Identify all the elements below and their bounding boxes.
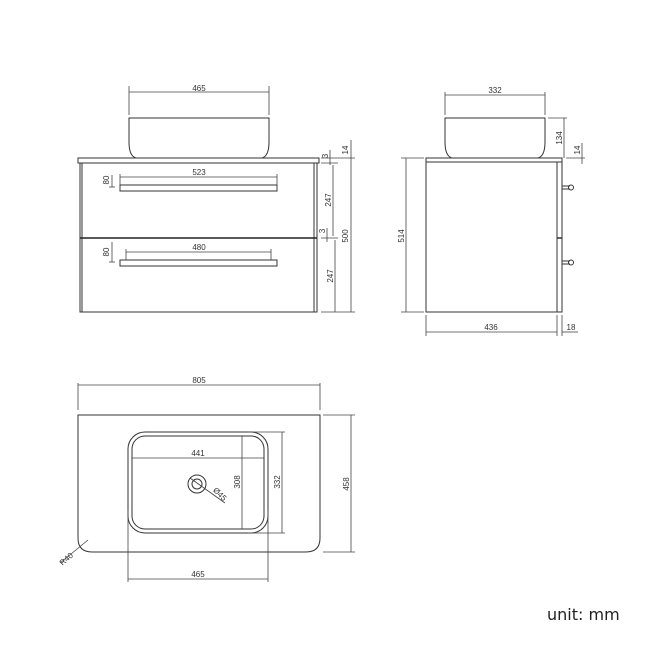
front-basin [128, 117, 270, 159]
basin-inner-depth-label: 308 [233, 475, 242, 489]
top-countertop-outline [77, 414, 321, 553]
side-handle-top [562, 184, 574, 191]
side-total-height-label: 514 [397, 229, 406, 243]
top-width-label: 805 [192, 376, 206, 385]
side-view: 332 134 14 514 436 [397, 86, 585, 336]
side-top-thickness-label: 14 [573, 145, 582, 154]
top-basin-outer [127, 431, 269, 534]
front-top-thickness-label: 14 [341, 145, 350, 154]
side-basin [444, 117, 546, 159]
unit-label: unit: mm [547, 605, 620, 624]
basin-outer-width-label: 465 [191, 570, 205, 579]
top-drawer-height-label: 247 [324, 193, 333, 207]
side-cabinet-depth-label: 436 [484, 323, 498, 332]
top-handle-height-label: 80 [102, 175, 111, 184]
side-handle-bottom [562, 259, 574, 266]
top-handle-width-label: 523 [192, 168, 206, 177]
front-view: 465 523 80 480 80 3 247 [77, 84, 355, 313]
side-cabinet [425, 161, 558, 313]
mid-gap-label: 3 [318, 228, 327, 233]
door-thickness-label: 18 [567, 323, 576, 332]
top-depth-label: 458 [342, 477, 351, 491]
side-basin-height-label: 134 [555, 131, 564, 145]
top-basin-inner [131, 435, 265, 530]
cabinet-height-label: 500 [341, 229, 350, 243]
top-gap-label: 3 [321, 153, 330, 158]
basin-outer-depth-label: 332 [273, 475, 282, 489]
drain-inner [191, 478, 203, 490]
basin-inner-width-label: 441 [191, 449, 205, 458]
drain-outer [187, 474, 207, 494]
side-drawer-fronts [556, 161, 563, 313]
side-countertop [425, 157, 563, 163]
bottom-drawer-handle [119, 259, 278, 267]
top-drawer-handle [119, 184, 278, 192]
top-view: 805 441 Ø45 308 332 458 465 R40 [58, 376, 355, 582]
front-basin-width-label: 465 [192, 84, 206, 93]
drain-diameter-label: Ø45 [211, 486, 228, 503]
bottom-handle-width-label: 480 [192, 243, 206, 252]
front-countertop [77, 157, 320, 164]
side-basin-depth-label: 332 [488, 86, 502, 95]
bottom-handle-height-label: 80 [102, 247, 111, 256]
bottom-drawer-height-label: 247 [326, 269, 335, 283]
